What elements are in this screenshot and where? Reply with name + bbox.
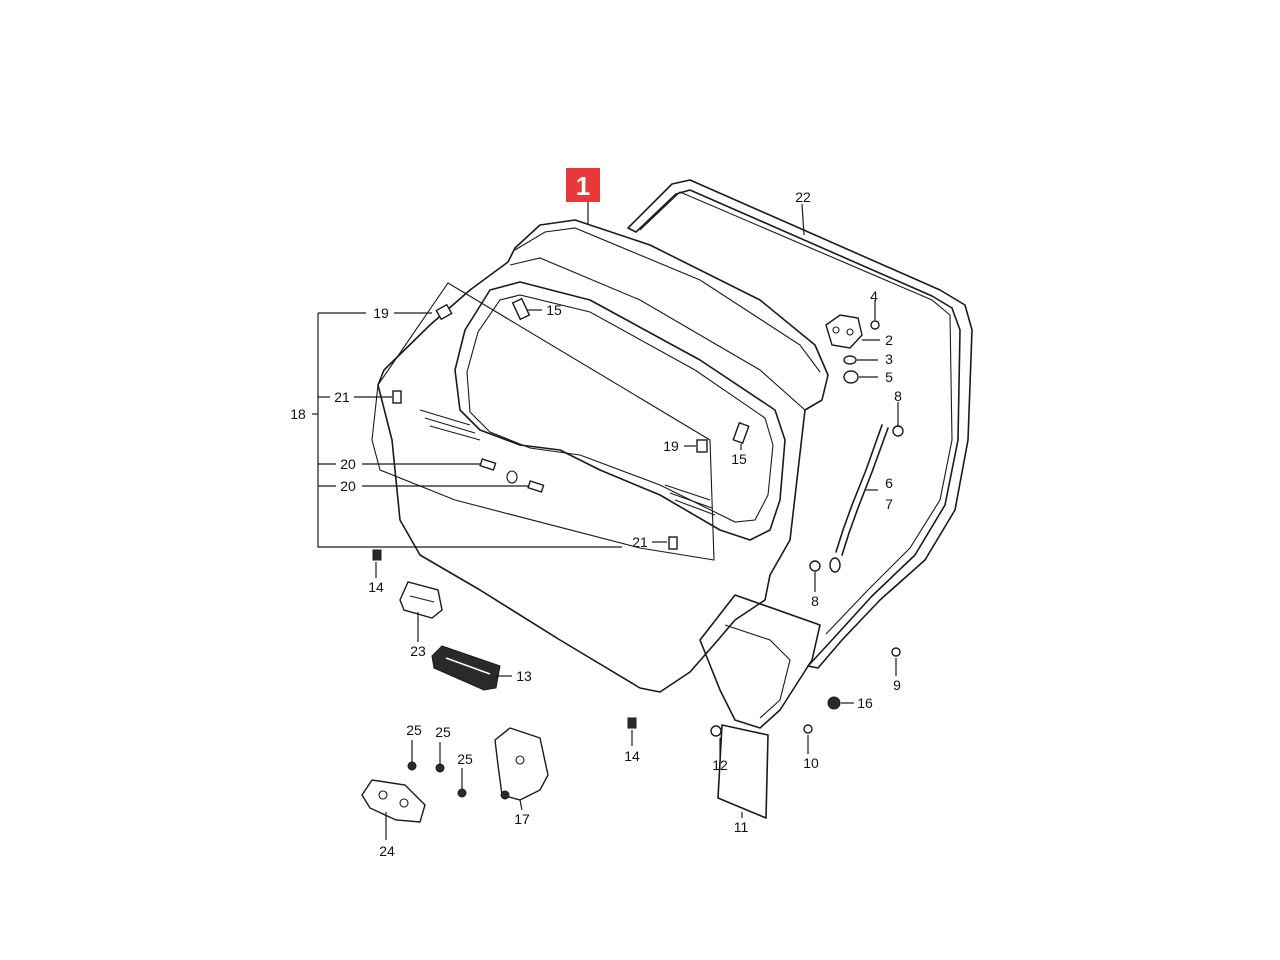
nut-16 — [827, 696, 841, 710]
label-7: 7 — [885, 496, 893, 512]
label-19-lower: 19 — [663, 438, 679, 454]
decal-21-lower — [668, 536, 678, 550]
label-20-lower: 20 — [340, 478, 356, 494]
label-20-upper: 20 — [340, 456, 356, 472]
part-number-labels: 22 4 2 3 5 8 6 7 8 9 16 10 11 12 14 14 1… — [290, 189, 902, 859]
lower-trim-panel-part — [699, 594, 821, 819]
label-12: 12 — [712, 757, 728, 773]
label-19-upper: 19 — [373, 305, 389, 321]
decal-sheet-outline — [371, 282, 715, 561]
bumper-15-lower — [732, 421, 750, 445]
label-3: 3 — [885, 351, 893, 367]
bumper-15-upper — [511, 297, 531, 321]
tailgate-panel-part — [377, 219, 829, 693]
label-21-lower: 21 — [632, 534, 648, 550]
decal-21-upper — [392, 390, 402, 404]
label-23: 23 — [410, 643, 426, 659]
callout-label-1: 1 — [576, 171, 590, 201]
label-5: 5 — [885, 369, 893, 385]
decal-19-upper — [435, 303, 453, 321]
label-25-c: 25 — [457, 751, 473, 767]
nut-25-a — [407, 761, 417, 771]
label-8-lower: 8 — [811, 593, 819, 609]
label-14-lower: 14 — [624, 748, 640, 764]
clip-14-lower — [627, 717, 637, 729]
label-21-upper: 21 — [334, 389, 350, 405]
weatherstrip-seal-part — [627, 179, 973, 669]
clip-14-upper — [372, 549, 382, 561]
label-24: 24 — [379, 843, 395, 859]
label-8-upper: 8 — [894, 388, 902, 404]
clip-12 — [710, 725, 722, 737]
label-17: 17 — [514, 811, 530, 827]
label-9: 9 — [893, 677, 901, 693]
label-18: 18 — [290, 406, 306, 422]
label-14-upper: 14 — [368, 579, 384, 595]
label-22: 22 — [795, 189, 811, 205]
label-2: 2 — [885, 332, 893, 348]
nut-25-b — [435, 763, 445, 773]
label-4: 4 — [870, 288, 878, 304]
label-25-a: 25 — [406, 722, 422, 738]
label-6: 6 — [885, 475, 893, 491]
leader-lines — [312, 200, 899, 840]
callout-box — [566, 168, 600, 202]
highlighted-part-callout[interactable]: 1 — [566, 168, 600, 202]
label-15-lower: 15 — [731, 451, 747, 467]
bumper-9 — [891, 647, 901, 657]
label-16: 16 — [857, 695, 873, 711]
label-10: 10 — [803, 755, 819, 771]
decal-20-upper — [479, 458, 497, 471]
clip-10 — [803, 724, 813, 734]
label-15-upper: 15 — [546, 302, 562, 318]
label-25-b: 25 — [435, 724, 451, 740]
decal-20-lower — [527, 480, 545, 493]
label-11: 11 — [734, 819, 749, 835]
label-13: 13 — [516, 668, 532, 684]
license-lamp-part — [399, 581, 443, 619]
hinge-24-part — [361, 779, 426, 823]
gas-strut-part — [809, 424, 904, 573]
nut-25-c — [457, 788, 467, 798]
hinge-17-part — [494, 727, 549, 801]
decal-19-lower — [696, 439, 708, 453]
hinge-bracket-part — [825, 314, 880, 384]
tailgate-handle-part — [431, 645, 501, 691]
